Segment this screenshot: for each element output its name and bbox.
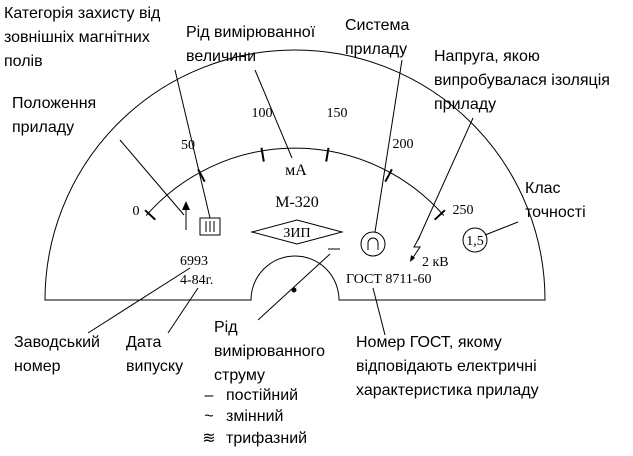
scale-tick <box>384 168 393 183</box>
legend-label-3ph: трифазний <box>226 430 307 447</box>
serial-marking: 6993 <box>180 254 208 269</box>
leader-current <box>257 253 331 321</box>
scale-arc <box>145 147 445 216</box>
accuracy-marking: 1,5 <box>466 234 484 249</box>
device-system-icon <box>360 231 386 257</box>
leader-accuracy <box>484 221 519 236</box>
scale-label-150: 150 <box>327 106 348 121</box>
unit-marking: мА <box>285 162 307 179</box>
scale-tick <box>144 209 156 221</box>
legend-label-dc: постійний <box>226 387 298 404</box>
scale-label-100: 100 <box>252 106 273 121</box>
scale-label-250: 250 <box>453 203 474 218</box>
scale-ticks <box>144 147 446 221</box>
legend-symbol-ac: ~ <box>204 408 213 425</box>
zip-marking: ЗИП <box>283 226 310 241</box>
legend-label-ac: змінний <box>226 408 283 425</box>
leader-system <box>374 59 403 233</box>
scale-tick <box>434 209 446 221</box>
leader-position <box>119 139 185 216</box>
accuracy-class-circle <box>462 227 488 253</box>
callout-position: Положення приладу <box>12 95 101 136</box>
leader-gost <box>372 287 386 336</box>
dial-outline <box>44 49 546 301</box>
date-marking: 4-84г. <box>180 273 213 288</box>
leader-voltage <box>417 117 474 241</box>
leader-quantity <box>254 69 293 159</box>
scale-label-200: 200 <box>393 137 414 152</box>
callout-current-type: Рід вимірюванного струму <box>214 319 330 384</box>
callout-release-date: Дата випуску <box>126 334 183 375</box>
leader-serial <box>87 267 191 334</box>
gost-marking: ГОСТ 8711-60 <box>346 272 432 287</box>
leader-magnetic <box>174 69 211 219</box>
callout-serial-number: Заводський номер <box>14 334 104 375</box>
zip-diamond <box>250 219 344 245</box>
callout-measured-quantity: Рід вимірюванної величини <box>186 24 320 65</box>
callout-gost-number: Номер ГОСТ, якому відповідають електричн… <box>356 334 541 399</box>
model-marking: М-320 <box>275 194 319 211</box>
scale-tick <box>260 147 265 162</box>
lightning-icon <box>411 235 421 260</box>
callout-magnetic-category: Категорія захисту від зовнішніх магнітни… <box>4 5 165 70</box>
current-type-legend: – постійний ~ змінний ≋ трифазний <box>202 387 307 447</box>
scale-label-0: 0 <box>133 204 140 219</box>
callout-device-system: Система приладу <box>345 17 414 58</box>
scale-tick <box>325 147 330 162</box>
leader-current-dot <box>291 287 297 293</box>
legend-symbol-dc: – <box>205 387 214 404</box>
voltage-marking: 2 кВ <box>422 255 449 270</box>
leader-date <box>167 287 199 334</box>
legend-symbol-3ph: ≋ <box>202 430 215 447</box>
callout-test-voltage: Напруга, якою випробувалася ізоляція при… <box>434 48 614 113</box>
callout-accuracy-class: Клас точності <box>525 180 586 221</box>
